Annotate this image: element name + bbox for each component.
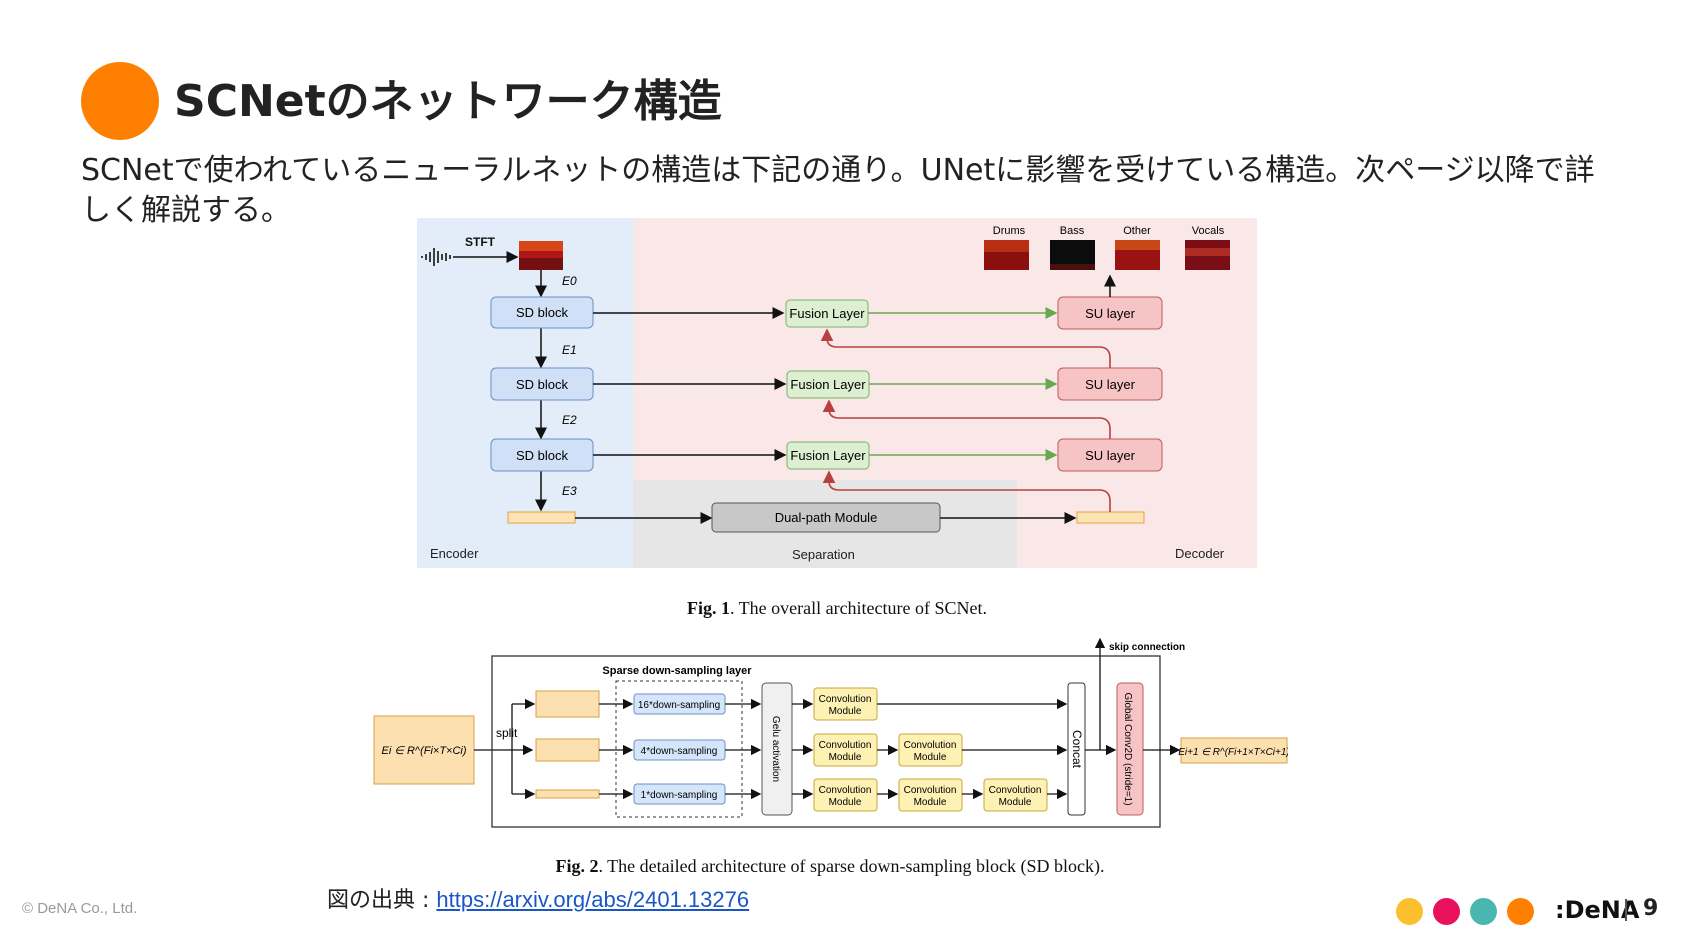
downsampling-4-label: 4*down-sampling [641, 746, 718, 757]
fig1-caption: Fig. 1. The overall architecture of SCNe… [417, 598, 1257, 619]
svg-text:Module: Module [999, 797, 1032, 808]
source-bass-label: Bass [1060, 225, 1085, 237]
source-link[interactable]: https://arxiv.org/abs/2401.13276 [436, 887, 750, 912]
e3-label: E3 [562, 484, 577, 498]
sd-block-1-label: SD block [516, 305, 569, 320]
encoder-label: Encoder [430, 546, 479, 561]
page-number: 9 [1643, 896, 1659, 921]
separation-label: Separation [792, 547, 855, 562]
gelu-label: Gelu activation [770, 716, 781, 782]
sd-block-2-label: SD block [516, 377, 569, 392]
svg-text:Module: Module [829, 797, 862, 808]
svg-text:Convolution: Convolution [819, 785, 872, 796]
fusion-layer-2-label: Fusion Layer [790, 377, 866, 392]
svg-text:Convolution: Convolution [904, 785, 957, 796]
svg-text:Convolution: Convolution [819, 694, 872, 705]
bottleneck-input [507, 511, 576, 524]
decoder-label: Decoder [1175, 546, 1225, 561]
figure-source: 図の出典 : https://arxiv.org/abs/2401.13276 [327, 882, 749, 914]
page-title: SCNetのネットワーク構造 [174, 76, 722, 127]
skip-connection-label: skip connection [1109, 642, 1185, 653]
su-layer-2-label: SU layer [1085, 377, 1136, 392]
svg-text:Module: Module [829, 752, 862, 763]
split-label: split [496, 726, 518, 740]
su-layer-3-label: SU layer [1085, 448, 1136, 463]
concat-label: Concat [1070, 730, 1084, 769]
global-conv-box [1116, 682, 1144, 816]
fig2-caption-bold: Fig. 2 [555, 856, 599, 876]
input-tensor-label: Ei ∈ R^(Fi×T×Ci) [381, 745, 466, 757]
fig2-caption-text: . The detailed architecture of sparse do… [598, 856, 1105, 876]
fig2-sd-block-diagram: Ei ∈ R^(Fi×T×Ci) split Sparse down-sampl… [373, 637, 1288, 828]
description-text: SCNetで使われているニューラルネットの構造は下記の通り。UNetに影響を受け… [81, 153, 1595, 228]
split-chunk-1 [535, 690, 600, 718]
source-vocals-label: Vocals [1192, 225, 1225, 237]
fusion-layer-3-label: Fusion Layer [790, 448, 866, 463]
footer-dot-teal [1470, 898, 1497, 925]
sd-block-frame [491, 655, 1161, 828]
svg-text:Module: Module [829, 706, 862, 717]
fusion-layer-1-label: Fusion Layer [789, 306, 865, 321]
conv-module-r3-1 [813, 778, 878, 812]
bottleneck-output [1076, 511, 1145, 524]
dual-path-label: Dual-path Module [775, 510, 878, 525]
e1-label: E1 [562, 343, 577, 357]
output-tensor-box [1180, 737, 1288, 764]
gelu-activation [761, 682, 793, 816]
stft-label: STFT [465, 235, 496, 249]
layer-title: Sparse down-sampling layer [602, 665, 752, 677]
footer-dot-orange [1507, 898, 1534, 925]
source-other-label: Other [1123, 225, 1151, 237]
conv-module-r3-3 [983, 778, 1048, 812]
e2-label: E2 [562, 413, 577, 427]
fig1-caption-bold: Fig. 1 [686, 598, 730, 618]
fig1-architecture-diagram: Encoder Separation Decoder STFT E0 E1 E2… [417, 218, 1257, 568]
copyright: © DeNA Co., Ltd. [22, 900, 138, 917]
global-conv-label: Global Conv2D (stride=1) [1122, 692, 1133, 805]
sparse-layer-group [615, 680, 743, 818]
e0-label: E0 [562, 274, 577, 288]
svg-text:Convolution: Convolution [989, 785, 1042, 796]
concat-box [1067, 682, 1086, 816]
output-tensor-label: Ei+1 ∈ R^(Fi+1×T×Ci+1) [1178, 747, 1288, 758]
title-bullet-dot [81, 62, 159, 140]
fig1-caption-text: . The overall architecture of SCNet. [729, 598, 988, 618]
waveform-icon [421, 248, 451, 266]
svg-text:Convolution: Convolution [819, 740, 872, 751]
split-chunk-2 [535, 738, 600, 762]
fig2-caption: Fig. 2. The detailed architecture of spa… [372, 856, 1288, 877]
conv-module-r3-2 [898, 778, 963, 812]
source-label: 図の出典 : [327, 888, 437, 913]
split-chunk-3 [535, 789, 600, 799]
svg-text:Module: Module [914, 797, 947, 808]
downsampling-16-label: 16*down-sampling [638, 700, 720, 711]
footer-dot-yellow [1396, 898, 1423, 925]
svg-text:Convolution: Convolution [904, 740, 957, 751]
sd-block-3-label: SD block [516, 448, 569, 463]
input-tensor-box [373, 715, 475, 785]
footer-dot-pink [1433, 898, 1460, 925]
downsampling-1-label: 1*down-sampling [641, 790, 718, 801]
source-drums-label: Drums [993, 225, 1026, 237]
footer-separator [1625, 899, 1627, 921]
svg-text:Module: Module [914, 752, 947, 763]
su-layer-1-label: SU layer [1085, 306, 1136, 321]
